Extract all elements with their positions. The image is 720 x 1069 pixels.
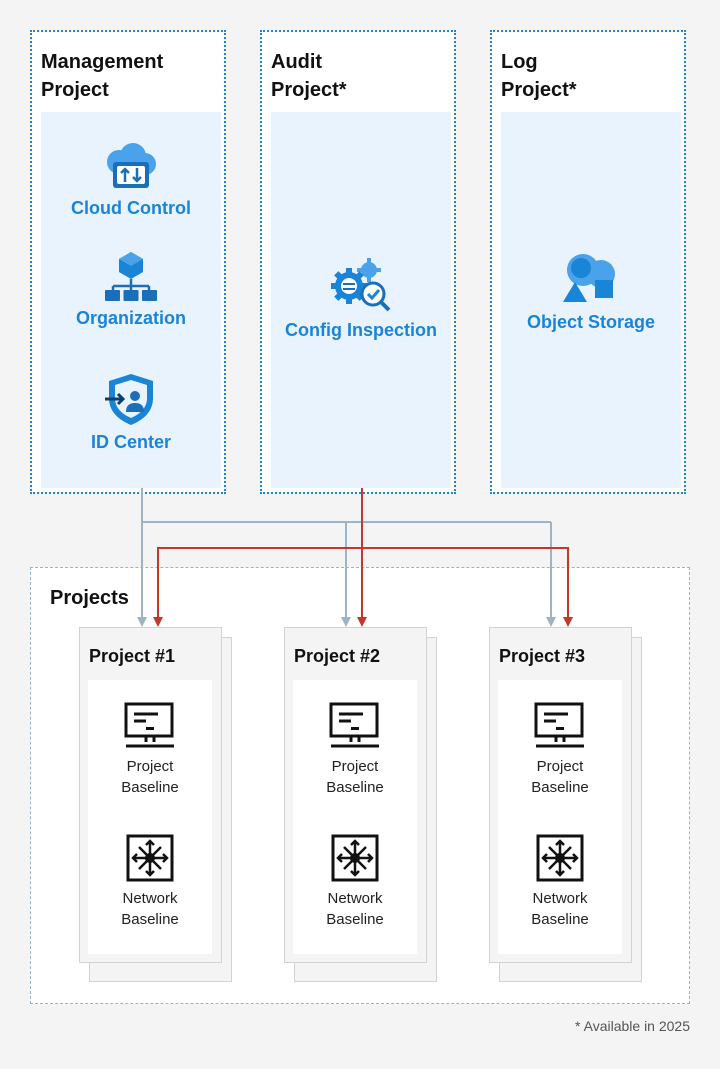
projects-title: Projects <box>50 587 129 609</box>
object-storage-icon <box>563 254 615 302</box>
log-services-panel: Object Storage <box>501 112 681 488</box>
organization-icon <box>105 252 157 301</box>
project-card-3[interactable]: Project #3 Project Baseline Network Base… <box>489 627 632 963</box>
management-arrow-project-2 <box>341 617 351 627</box>
organization-service[interactable]: Organization <box>41 250 221 329</box>
network-hub-icon <box>536 834 584 882</box>
management-arrow-project-3 <box>546 617 556 627</box>
monitor-icon <box>534 702 584 748</box>
audit-services-panel: Config Inspection <box>271 112 451 488</box>
config-inspection-service[interactable]: Config Inspection <box>271 258 451 341</box>
id-center-service[interactable]: ID Center <box>41 372 221 453</box>
management-arrow-project-1 <box>137 617 147 627</box>
monitor-icon <box>329 702 379 748</box>
object-storage-service[interactable]: Object Storage <box>501 250 681 333</box>
project-1-project-baseline-label: Project Baseline <box>121 758 179 796</box>
config-inspection-icon <box>331 258 391 312</box>
project-card-2[interactable]: Project #2 Project Baseline Network Base… <box>284 627 427 963</box>
management-trunk-line <box>141 488 551 523</box>
management-project-box: Management Project Cloud Control <box>30 30 226 494</box>
id-center-label: ID Center <box>90 432 171 452</box>
project-2-project-baseline[interactable]: Project Baseline <box>293 702 417 798</box>
network-hub-icon <box>331 834 379 882</box>
organization-label: Organization <box>75 308 186 328</box>
audit-arrow-project-3 <box>563 617 573 627</box>
project-1-network-baseline-label: Network Baseline <box>121 890 179 928</box>
project-1-baselines: Project Baseline Network Baseline <box>88 680 212 954</box>
object-storage-label: Object Storage <box>526 312 656 332</box>
project-3-title: Project #3 <box>499 646 586 666</box>
log-project-box: Log Project* Object Storage <box>490 30 686 494</box>
footnote: * Available in 2025 <box>575 1018 690 1034</box>
id-center-icon <box>105 374 153 425</box>
project-2-baselines: Project Baseline Network Baseline <box>293 680 417 954</box>
project-1-project-baseline[interactable]: Project Baseline <box>88 702 212 798</box>
project-2-title: Project #2 <box>294 646 381 666</box>
audit-arrow-project-1 <box>153 617 163 627</box>
project-2-project-baseline-label: Project Baseline <box>326 758 384 796</box>
project-1-title: Project #1 <box>89 646 176 666</box>
config-inspection-label: Config Inspection <box>285 320 437 340</box>
management-arrowheads <box>137 617 556 627</box>
monitor-icon <box>124 702 174 748</box>
project-3-project-baseline-label: Project Baseline <box>531 758 589 796</box>
project-1-network-baseline[interactable]: Network Baseline <box>88 834 212 930</box>
project-3-network-baseline-label: Network Baseline <box>531 890 589 928</box>
project-card-1[interactable]: Project #1 Project Baseline Network Base… <box>79 627 222 963</box>
project-3-project-baseline[interactable]: Project Baseline <box>498 702 622 798</box>
audit-arrow-project-2 <box>357 617 367 627</box>
audit-distribution-line <box>157 547 569 618</box>
audit-arrowheads <box>153 617 573 627</box>
project-3-baselines: Project Baseline Network Baseline <box>498 680 622 954</box>
management-project-title: Management Project <box>41 51 164 101</box>
audit-connector <box>157 488 569 618</box>
cloud-control-label: Cloud Control <box>71 198 191 218</box>
project-2-network-baseline-label: Network Baseline <box>326 890 384 928</box>
management-services-panel: Cloud Control Organization ID Center <box>41 112 221 488</box>
log-project-title: Log Project* <box>501 51 577 101</box>
cloud-control-service[interactable]: Cloud Control <box>41 142 221 219</box>
project-2-network-baseline[interactable]: Network Baseline <box>293 834 417 930</box>
audit-project-title: Audit Project* <box>271 51 347 101</box>
audit-project-box: Audit Project* <box>260 30 456 494</box>
project-3-network-baseline[interactable]: Network Baseline <box>498 834 622 930</box>
network-hub-icon <box>126 834 174 882</box>
management-connector <box>141 488 552 618</box>
cloud-control-icon <box>107 143 156 188</box>
